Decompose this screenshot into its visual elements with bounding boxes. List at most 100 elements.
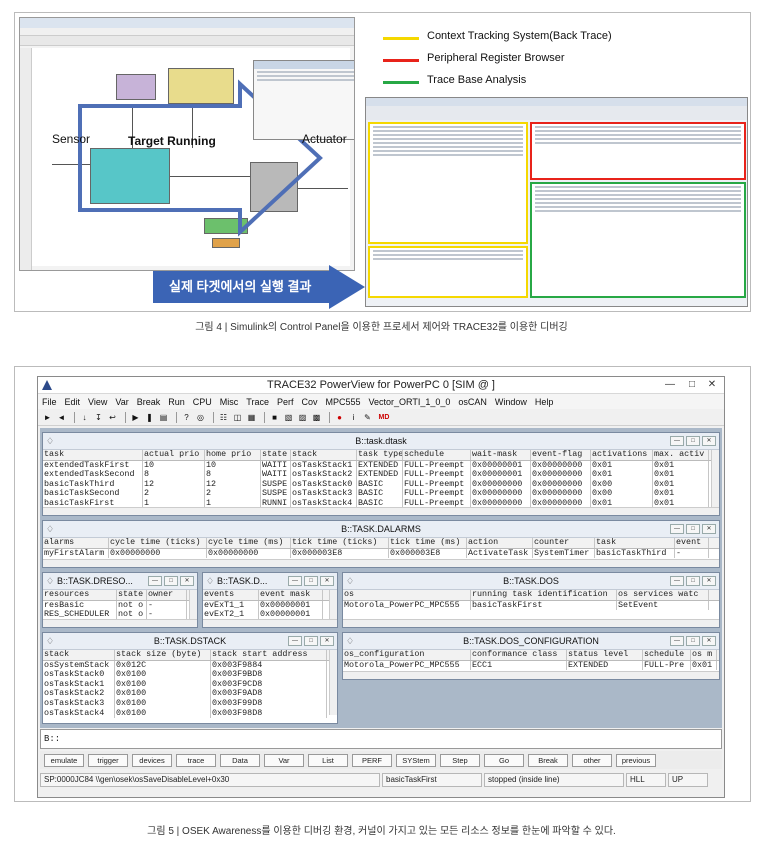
vertical-scrollbar[interactable] [711, 450, 719, 507]
help-icon[interactable]: ? [184, 412, 189, 422]
target-icon[interactable]: ◎ [197, 412, 204, 422]
softkey-other[interactable]: other [572, 753, 612, 767]
return-icon[interactable]: ↩ [109, 412, 116, 422]
step-over-icon[interactable]: ► [43, 412, 52, 422]
menu-item-view[interactable]: View [88, 396, 108, 407]
column-header[interactable]: action [467, 538, 533, 548]
menu-item-edit[interactable]: Edit [64, 396, 81, 407]
md-icon[interactable]: MD [378, 413, 390, 421]
horizontal-scrollbar[interactable] [43, 559, 719, 567]
column-header[interactable]: state [261, 450, 291, 460]
dump-icon[interactable]: ▦ [247, 412, 256, 422]
column-header[interactable]: stack [291, 450, 357, 460]
column-header[interactable]: os_configuration [343, 650, 471, 660]
softkey-step[interactable]: Step [440, 753, 480, 767]
window-task-dos-configuration[interactable]: ♢ B::TASK.DOS_CONFIGURATION —□✕ os_confi… [342, 632, 720, 680]
softkey-trace[interactable]: trace [176, 753, 216, 767]
column-header[interactable]: task [595, 538, 675, 548]
column-header[interactable]: events [203, 590, 259, 600]
trace-list-icon[interactable]: ▧ [284, 412, 293, 422]
column-header[interactable]: schedule [643, 650, 691, 660]
close-icon[interactable]: ✕ [320, 636, 334, 646]
horizontal-scrollbar[interactable] [43, 507, 719, 515]
softkey-emulate[interactable]: emulate [44, 753, 84, 767]
menu-item-trace[interactable]: Trace [246, 396, 269, 407]
column-header[interactable]: running task identification [471, 590, 617, 600]
memory-icon[interactable]: ◫ [233, 412, 242, 422]
softkey-trigger[interactable]: trigger [88, 753, 128, 767]
column-header[interactable]: cycle time (ticks) [109, 538, 207, 548]
minimize-icon[interactable]: — [670, 576, 684, 586]
column-header[interactable]: task type [358, 450, 403, 460]
column-header[interactable]: cycle time (ms) [207, 538, 291, 548]
register-icon[interactable]: ☷ [219, 412, 228, 422]
menu-item-window[interactable]: Window [494, 396, 527, 407]
close-icon[interactable]: ✕ [702, 576, 716, 586]
go-icon[interactable]: ▶ [132, 412, 139, 422]
tools-icon[interactable]: ✎ [364, 412, 371, 422]
maximize-icon[interactable]: □ [686, 436, 700, 446]
horizontal-scrollbar[interactable] [343, 619, 719, 627]
maximize-icon[interactable]: □ [686, 636, 700, 646]
menu-item-run[interactable]: Run [168, 396, 185, 407]
softkey-devices[interactable]: devices [132, 753, 172, 767]
column-header[interactable]: activations [591, 450, 653, 460]
column-header[interactable]: task [43, 450, 143, 460]
step-into-icon[interactable]: ↓ [82, 412, 87, 422]
column-header[interactable]: tick time (ms) [389, 538, 467, 548]
stop-icon[interactable]: ● [337, 412, 342, 422]
menu-item-break[interactable]: Break [136, 396, 161, 407]
column-header[interactable]: event-flag [531, 450, 591, 460]
minimize-icon[interactable]: — [665, 379, 675, 390]
vertical-scrollbar[interactable] [329, 590, 337, 619]
menu-item-mpc555[interactable]: MPC555 [325, 396, 361, 407]
chart-icon[interactable]: ■ [272, 412, 277, 422]
maximize-icon[interactable]: □ [686, 576, 700, 586]
column-header[interactable]: stack [43, 650, 115, 660]
column-header[interactable]: actual prio [143, 450, 205, 460]
minimize-icon[interactable]: — [670, 436, 684, 446]
step-back-icon[interactable]: ◄ [57, 412, 66, 422]
horizontal-scrollbar[interactable] [203, 619, 337, 627]
softkey-system[interactable]: SYStem [396, 753, 436, 767]
column-header[interactable]: stack start address [211, 650, 327, 660]
column-header[interactable]: event mask [259, 590, 323, 600]
close-icon[interactable]: ✕ [702, 524, 716, 534]
close-icon[interactable]: ✕ [707, 379, 717, 390]
info-icon[interactable]: i [352, 412, 355, 422]
maximize-icon[interactable]: □ [164, 576, 178, 586]
column-header[interactable]: state [117, 590, 147, 600]
menu-item-cpu[interactable]: CPU [192, 396, 212, 407]
break-icon[interactable]: ❚ [146, 412, 153, 422]
column-header[interactable]: conformance class [471, 650, 567, 660]
minimize-icon[interactable]: — [288, 636, 302, 646]
maximize-icon[interactable]: □ [304, 576, 318, 586]
trace-chart-icon[interactable]: ▨ [298, 412, 307, 422]
list-window-icon[interactable]: ▤ [159, 412, 168, 422]
command-line-input[interactable]: B:: [40, 729, 722, 749]
column-header[interactable]: stack size (byte) [115, 650, 211, 660]
column-header[interactable]: counter [533, 538, 595, 548]
softkey-previous[interactable]: previous [616, 753, 656, 767]
softkey-break[interactable]: Break [528, 753, 568, 767]
column-header[interactable]: status level [567, 650, 643, 660]
softkey-data[interactable]: Data [220, 753, 260, 767]
softkey-perf[interactable]: PERF [352, 753, 392, 767]
minimize-icon[interactable]: — [670, 524, 684, 534]
